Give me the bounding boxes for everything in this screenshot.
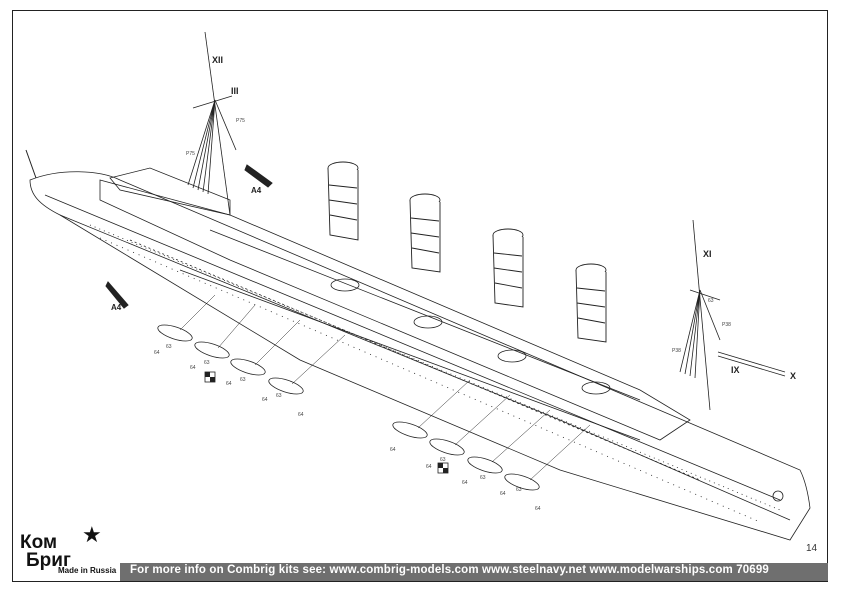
footer-bar [120,563,828,581]
funnel-opening-4 [581,381,611,395]
hull-waterline [59,214,791,521]
boat-number: 64 [154,350,160,356]
lifeboat-6 [429,438,465,456]
funnel-2 [409,193,441,273]
fore-mast [187,31,237,216]
hull-deck-line [44,194,781,501]
part-p75-a: P75 [236,118,245,124]
boat-number: 63 [204,360,210,366]
derrick-boom [717,351,786,377]
forward-bridge [109,167,231,216]
superstructure [99,179,691,441]
davit-part-left [105,281,129,309]
boat-number: 63 [240,377,246,383]
label-a4-top: A4 [251,186,262,195]
main-mast [679,219,721,411]
boat-number: 63 [516,487,522,493]
lifeboat-3 [230,358,266,376]
part-63-mast: 63 [708,298,714,304]
lifeboat-8 [504,473,540,491]
boat-number: 63 [276,393,282,399]
boat-number: 63 [480,475,486,481]
page-frame [12,10,828,582]
funnel-opening-3 [497,349,527,363]
funnel-4 [575,263,607,343]
lifeboat-2 [194,341,230,359]
part-p38-b: P38 [672,348,681,354]
logo-line2: Бриг [26,550,71,571]
boat-number: 64 [262,397,268,403]
funnel-opening-1 [330,278,360,292]
davit-part-top [244,164,273,188]
superstructure-top [209,229,641,401]
label-xi: XI [703,249,712,259]
boat-number: 64 [190,365,196,371]
promenade-rail [129,239,701,481]
lifeboat-1 [157,324,193,342]
funnel-opening-2 [413,315,443,329]
boat-number: 63 [440,457,446,463]
boat-number: 64 [298,412,304,418]
boat-number: 63 [166,344,172,350]
paint-marker-1 [204,371,216,383]
stern-emblem [772,490,784,502]
footer-text: For more info on Combrig kits see: www.c… [130,564,769,576]
paint-marker-2 [437,462,449,474]
page-number: 14 [806,543,818,554]
lifeboat-4 [268,377,304,395]
part-p38-a: P38 [722,322,731,328]
lifeboat-5 [392,421,428,439]
label-xii: XII [212,55,223,65]
boat-number: 64 [535,506,541,512]
star-icon: ★ [82,522,102,547]
label-x: X [790,371,796,381]
hull-outline [29,171,811,541]
boat-number: 64 [426,464,432,470]
funnel-3 [492,228,524,308]
label-iii: III [231,86,239,96]
porthole-row-2 [99,237,761,523]
jack-staff [25,149,37,179]
funnel-1 [327,161,359,241]
boat-deck-rail [179,269,641,441]
part-p75-b: P75 [186,151,195,157]
logo-line1: Ком [20,532,58,553]
label-a4-left: A4 [111,303,122,312]
label-ix: IX [731,365,740,375]
boat-number: 64 [390,447,396,453]
boat-number: 64 [500,491,506,497]
combrig-logo: Ком ★ Бриг Made in Russia [20,522,130,580]
boat-number: 64 [226,381,232,387]
lifeboat-7 [467,456,503,474]
made-in-russia: Made in Russia [58,566,117,575]
boat-number: 64 [462,480,468,486]
